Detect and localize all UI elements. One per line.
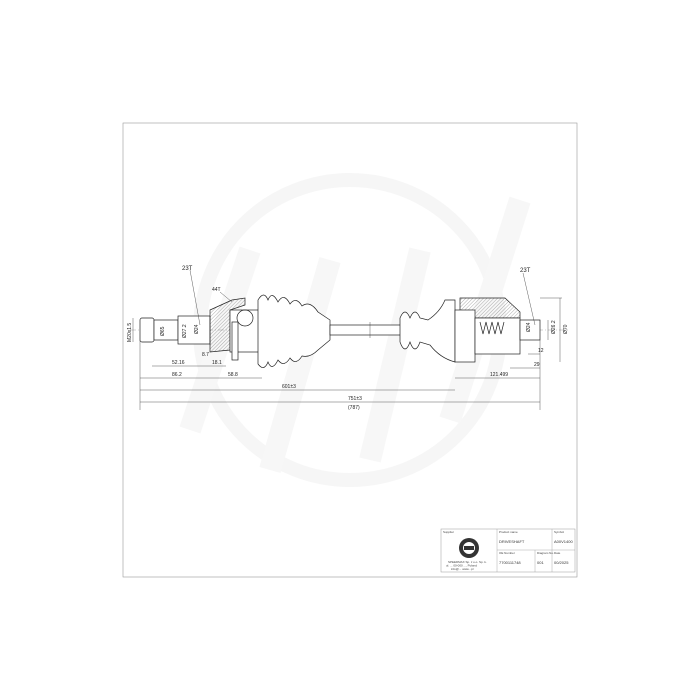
dimension-text: 86.2 [172,372,182,378]
dimension-text: DRIVESHAFT [499,539,525,544]
dimension-text: Ø27.2 [182,324,188,338]
spline-label-right: 23T [520,268,531,274]
dimension-text: 751±3 [348,396,362,402]
spring [479,321,505,335]
dimension-text: Diagram No. [537,551,554,555]
dimension-text: Symbol [554,530,564,534]
dimension-text: 52.16 [172,360,185,366]
title-block: Supplier SPEEDMAX Sp. z o.o. Sp. k. ul. … [440,528,576,573]
spline-label-left: 23T [182,266,193,272]
dimension-text: Ø26.2 [551,320,557,334]
dimension-text: 00/2025 [554,560,569,565]
dimension-text: M20x1.5 [127,323,133,342]
dimension-text: info@... www...pl [451,567,474,571]
dimension-text: Ø24 [526,322,532,332]
dimension-text: 29 [534,362,540,368]
dimension-text: 8.7 [202,352,209,358]
dimension-text: 44T [212,287,221,293]
hub-nut [139,317,155,343]
dimension-text: 58.8 [228,372,238,378]
dimension-text: SPEEDMAX Sp. z o.o. Sp. k. [448,560,487,564]
dimension-text: 001 [537,560,544,565]
dimension-lines [132,269,562,410]
dimension-text: 121.499 [490,372,508,378]
dimension-labels: 23T 23T 44T M20x1.5 Ø65 Ø27.2 Ø24 8.7 52… [127,266,569,411]
dimension-text: Product name [499,530,518,534]
abs-ring [231,321,239,361]
dimension-text: 601±3 [282,384,296,390]
dimension-text: 18.1 [212,360,222,366]
outer-boot [257,294,331,368]
dimension-text: Supplier [443,530,454,534]
stub-shaft [153,319,179,341]
tripod-body [454,309,476,363]
dimension-text: Ø24 [194,324,200,334]
dimension-text: (787) [348,405,360,411]
dimension-text: 12 [538,348,544,354]
dimension-text: Ø70 [563,324,569,334]
dimension-text: Date [554,551,561,555]
dimension-text: 7700111748 [499,560,521,565]
dimension-text: Ø65 [160,326,166,336]
drawing-frame [122,122,578,578]
dimension-text: OE Number [499,551,515,555]
dimension-text: ul. ... 00-000 ..., Poland [446,564,477,568]
outer-joint-housing [209,297,246,353]
supplier-logo [459,538,479,558]
spline-stub [177,315,211,345]
driveshaft [139,294,541,368]
dimension-text: A00V1400 [554,539,573,544]
